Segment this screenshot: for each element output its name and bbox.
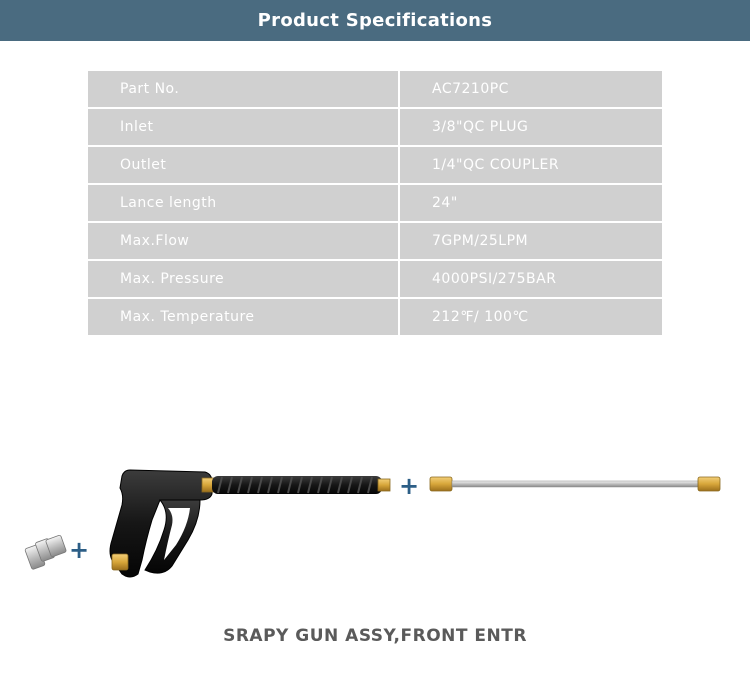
spec-value: 3/8"QC PLUG bbox=[399, 108, 662, 147]
spec-table: Part No. AC7210PC Inlet 3/8"QC PLUG Outl… bbox=[88, 71, 662, 337]
spec-label: Part No. bbox=[88, 71, 400, 109]
spec-label: Max. Pressure bbox=[88, 260, 400, 299]
table-row: Max. Pressure 4000PSI/275BAR bbox=[88, 260, 662, 299]
spray-gun-icon bbox=[109, 469, 215, 578]
spec-value: 4000PSI/275BAR bbox=[399, 260, 662, 299]
plus-icon: + bbox=[399, 472, 419, 500]
spec-label: Outlet bbox=[88, 146, 400, 185]
table-row: Outlet 1/4"QC COUPLER bbox=[88, 146, 662, 185]
table-row: Max.Flow 7GPM/25LPM bbox=[88, 222, 662, 261]
spec-value: 1/4"QC COUPLER bbox=[399, 146, 662, 185]
plus-icon: + bbox=[69, 536, 89, 564]
table-row: Part No. AC7210PC bbox=[88, 71, 662, 109]
table-row: Lance length 24" bbox=[88, 184, 662, 223]
spec-value: AC7210PC bbox=[399, 71, 662, 109]
product-illustration: + bbox=[24, 469, 721, 578]
header-bar: Product Specifications bbox=[0, 0, 750, 41]
spec-label: Max. Temperature bbox=[88, 298, 400, 337]
spec-value: 7GPM/25LPM bbox=[399, 222, 662, 261]
qc-plug-icon bbox=[24, 534, 67, 570]
table-row: Inlet 3/8"QC PLUG bbox=[88, 108, 662, 147]
lance-hose-icon bbox=[212, 476, 391, 494]
spec-value: 24" bbox=[399, 184, 662, 223]
lance-rod-icon bbox=[429, 476, 721, 492]
spec-label: Max.Flow bbox=[88, 222, 400, 261]
spec-label: Inlet bbox=[88, 108, 400, 147]
spec-value: 212℉/ 100℃ bbox=[399, 298, 662, 337]
product-caption: SRAPY GUN ASSY,FRONT ENTR bbox=[223, 626, 527, 646]
table-row: Max. Temperature 212℉/ 100℃ bbox=[88, 298, 662, 337]
spec-label: Lance length bbox=[88, 184, 400, 223]
page-title: Product Specifications bbox=[257, 10, 493, 31]
